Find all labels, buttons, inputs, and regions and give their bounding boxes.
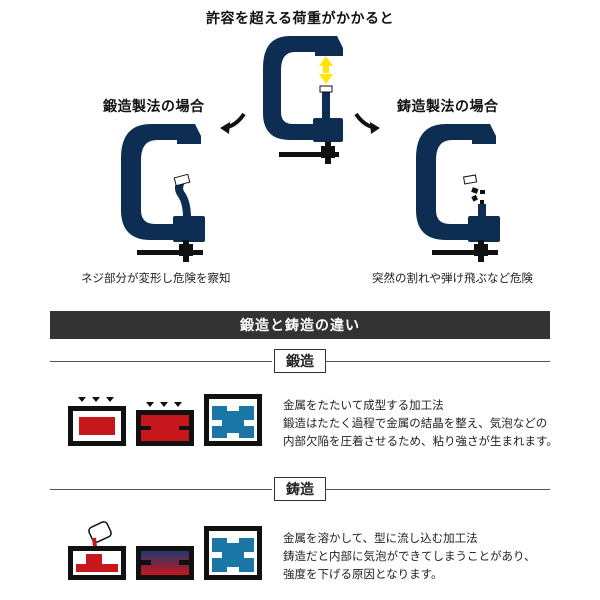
top-title: 許容を超える荷重がかかると — [205, 11, 395, 27]
casting-process-illustration — [68, 521, 262, 580]
casting-label: 鋳造 — [274, 477, 326, 501]
casting-description-line: 強度を下げる原因となります。 — [283, 567, 443, 581]
casting-clamp-illustration — [416, 124, 500, 262]
casting-description-line: 鋳造だと内部に気泡ができてしまうことがあり、 — [283, 549, 536, 563]
casting-case-caption: 突然の割れや弾け飛ぶなど危険 — [372, 271, 533, 285]
casting-divider-left — [50, 489, 272, 490]
arrow-right-icon — [354, 112, 380, 134]
casting-description: 金属を溶かして、型に流し込む加工法 鋳造だと内部に気泡ができてしまうことがあり、… — [283, 529, 536, 583]
casting-description-line: 金属を溶かして、型に流し込む加工法 — [283, 531, 478, 545]
forging-case-caption: ネジ部分が変形し危険を察知 — [81, 271, 231, 285]
forging-description-line: 内部欠陥を圧着させるため、粘り強さが生まれます。 — [283, 434, 558, 448]
forging-divider-left — [50, 361, 272, 362]
forging-clamp-illustration — [121, 124, 205, 262]
center-clamp-illustration — [263, 36, 343, 164]
comparison-banner: 鍛造と鋳造の違い — [50, 311, 550, 339]
casting-divider-right — [326, 489, 550, 490]
forging-description: 金属をたたいて成型する加工法 鍛造はたたく過程で金属の結晶を整え、気泡などの 内… — [283, 396, 558, 450]
forging-description-line: 金属をたたいて成型する加工法 — [283, 398, 444, 412]
forging-label: 鍛造 — [274, 349, 326, 373]
casting-case-title: 鋳造製法の場合 — [397, 99, 499, 115]
forging-case-title: 鍛造製法の場合 — [103, 99, 205, 115]
forging-process-illustration — [68, 394, 262, 446]
forging-description-line: 鍛造はたたく過程で金属の結晶を整え、気泡などの — [283, 416, 548, 430]
arrow-left-icon — [220, 112, 246, 134]
forging-divider-right — [326, 361, 550, 362]
